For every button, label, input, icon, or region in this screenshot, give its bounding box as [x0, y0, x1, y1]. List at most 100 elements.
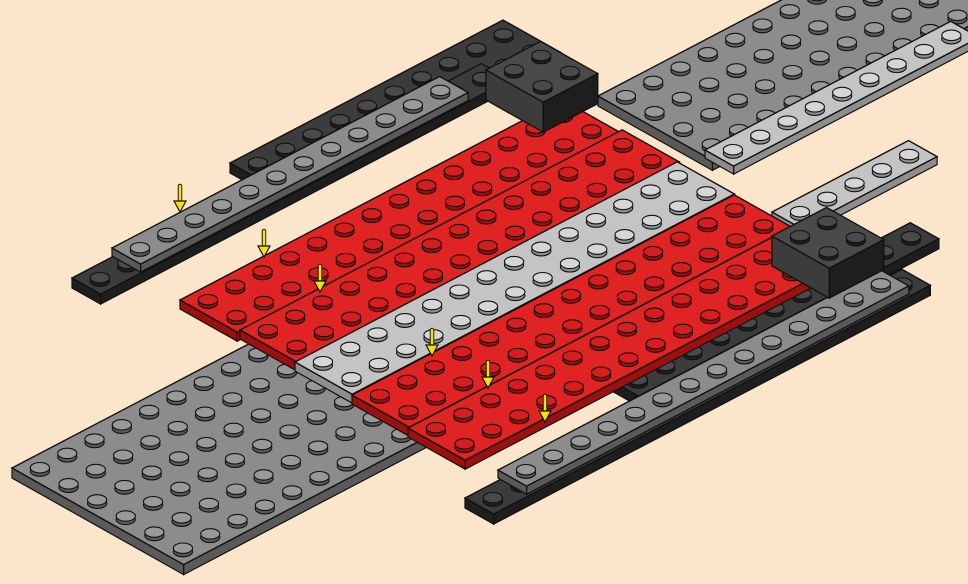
stud-top: [516, 465, 535, 475]
stud-top: [507, 318, 526, 328]
stud-top: [449, 224, 468, 234]
stud-top: [619, 353, 638, 363]
stud-top: [255, 500, 274, 510]
stud-top: [363, 239, 382, 249]
stud-top: [477, 210, 496, 220]
stud-top: [143, 497, 162, 507]
stud-top: [560, 198, 579, 208]
stud-top: [368, 328, 387, 338]
stud-top: [308, 237, 327, 247]
stud-top: [195, 407, 214, 417]
stud-top: [418, 211, 437, 221]
stud-top: [783, 66, 802, 76]
stud-top: [505, 226, 524, 236]
stud-top: [725, 204, 744, 214]
stud-top: [167, 391, 186, 401]
stud-top: [642, 155, 661, 165]
stud-top: [314, 326, 333, 336]
stud-top: [478, 301, 497, 311]
stud-top: [287, 341, 306, 351]
stud-top: [844, 293, 863, 303]
stud-top: [116, 511, 135, 521]
stud-top: [887, 59, 906, 69]
stud-top: [559, 167, 578, 177]
stud-top: [313, 357, 332, 367]
stud-top: [280, 252, 299, 262]
stud-top: [590, 306, 609, 316]
stud-top: [201, 529, 220, 539]
stud-top: [805, 102, 824, 112]
stud-top: [698, 48, 717, 58]
stud-top: [294, 157, 313, 167]
stud-top: [590, 337, 609, 347]
stud-top: [727, 64, 746, 74]
stud-top: [701, 108, 720, 118]
stud-top: [726, 33, 745, 43]
stud-top: [385, 86, 404, 96]
stud-top: [544, 450, 563, 460]
stud-top: [398, 375, 417, 385]
stud-top: [527, 153, 546, 163]
stud-top: [588, 244, 607, 254]
stud-top: [865, 23, 884, 33]
stud-top: [310, 472, 329, 482]
stud-top: [653, 393, 672, 403]
stud-top: [303, 129, 322, 139]
stud-top: [598, 422, 617, 432]
stud-top: [253, 439, 272, 449]
stud-top: [471, 152, 490, 162]
stud-top: [368, 267, 387, 277]
stud-top: [340, 282, 359, 292]
stud-top: [483, 493, 502, 503]
stud-top: [391, 225, 410, 235]
stud-top: [753, 19, 772, 29]
stud-top: [399, 406, 418, 416]
stud-top: [130, 243, 149, 253]
stud-top: [755, 80, 774, 90]
stud-top: [342, 312, 361, 322]
stud-top: [439, 57, 458, 67]
stud-top: [504, 256, 523, 266]
stud-top: [313, 296, 332, 306]
stud-top: [454, 377, 473, 387]
stud-top: [225, 454, 244, 464]
stud-top: [872, 164, 891, 174]
stud-top: [425, 361, 444, 371]
stud-top: [871, 279, 890, 289]
stud-top: [253, 266, 272, 276]
stud-top: [508, 348, 527, 358]
stud-top: [221, 362, 240, 372]
stud-top: [697, 187, 716, 197]
stud-top: [563, 351, 582, 361]
stud-top: [86, 464, 105, 474]
stud-top: [307, 411, 326, 421]
stud-top: [615, 230, 634, 240]
stud-top: [534, 304, 553, 314]
stud-top: [614, 199, 633, 209]
stud-top: [645, 308, 664, 318]
stud-top: [641, 185, 660, 195]
stud-top: [341, 342, 360, 352]
stud-top: [755, 281, 774, 291]
stud-top: [892, 8, 911, 18]
stud-top: [494, 29, 513, 39]
stud-top: [335, 223, 354, 233]
stud-top: [735, 350, 754, 360]
stud-top: [699, 280, 718, 290]
stud-top: [349, 128, 368, 138]
stud-top: [555, 139, 574, 149]
stud-top: [723, 145, 742, 155]
stud-top: [226, 280, 245, 290]
stud-top: [198, 468, 217, 478]
stud-top: [395, 314, 414, 324]
stud-top: [431, 85, 450, 95]
stud-top: [643, 247, 662, 257]
stud-top: [533, 212, 552, 222]
stud-top: [482, 424, 501, 434]
stud-top: [809, 21, 828, 31]
stud-top: [227, 484, 246, 494]
stud-top: [455, 439, 474, 449]
stud-top: [671, 232, 690, 242]
